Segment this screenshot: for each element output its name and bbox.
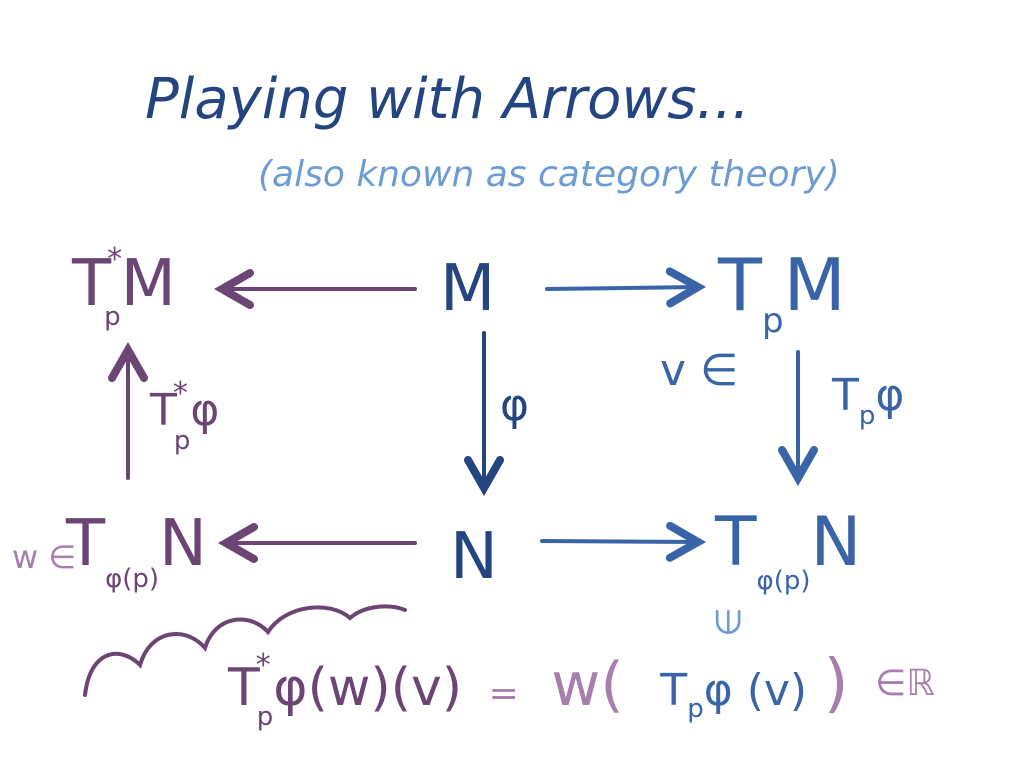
membership-v: v ∈ xyxy=(660,345,738,396)
brace-scribble xyxy=(83,604,407,697)
arrow-N-to-tangent-N xyxy=(540,541,698,542)
in-reals: ∈ℝ xyxy=(875,663,935,704)
node-tangent-M: TpM xyxy=(717,243,846,341)
label-phi: φ xyxy=(500,380,529,431)
node-cotangent-M: T*pM xyxy=(71,242,176,332)
membership-w: w ∈ xyxy=(12,538,76,576)
element-mark: ∈ xyxy=(709,607,749,637)
title: Playing with Arrows... xyxy=(145,67,750,132)
node-tangent-N: Tφ(p)N xyxy=(714,503,861,596)
label-pullback: T*pφ xyxy=(149,376,219,456)
node-cotangent-N: Tφ(p)N xyxy=(65,507,207,594)
arrow-M-to-tangent-M xyxy=(545,287,698,289)
label-pushforward: Tpφ xyxy=(831,370,904,431)
subtitle: (also known as category theory) xyxy=(258,154,840,195)
node-M: M xyxy=(440,252,495,326)
equation: T*pφ(w)(v) = w( Tpφ (v) ) xyxy=(227,647,849,732)
node-N: N xyxy=(450,520,498,594)
